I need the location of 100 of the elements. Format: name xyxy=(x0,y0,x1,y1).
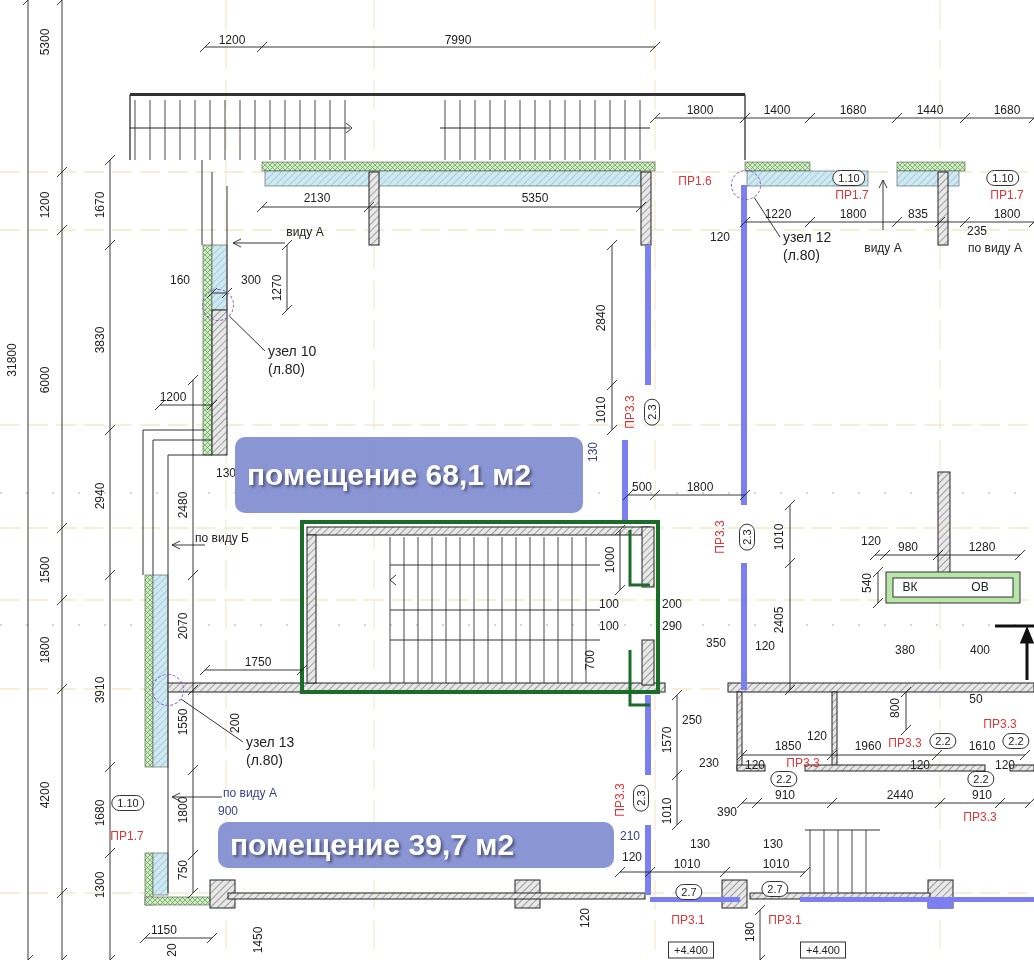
dimension-text: 1680 xyxy=(839,103,867,117)
dimension-text: 1200 xyxy=(159,390,187,404)
partition-mark: ПР1.7 xyxy=(110,829,144,843)
dimension-text: 1800 xyxy=(38,636,52,664)
dimension-text: 120 xyxy=(861,534,881,548)
dimension-text: 980 xyxy=(898,540,918,554)
dimension-text: 750 xyxy=(176,860,190,880)
opening-tag: 1.10 xyxy=(832,170,866,186)
detail-reference: узел 13 xyxy=(246,733,295,751)
dimension-text: 130 xyxy=(763,837,783,851)
dimension-text: ОВ xyxy=(971,580,989,594)
dimension-text: 1680 xyxy=(93,799,107,827)
dimension-text: 20 xyxy=(165,943,179,957)
level-mark: +4.400 xyxy=(800,941,846,959)
dimension-text: 120 xyxy=(745,758,765,772)
dimension-text: 2840 xyxy=(594,304,608,332)
dimension-text: 4200 xyxy=(38,781,52,809)
dimension-text: 1960 xyxy=(854,739,882,753)
dimension-text: 1200 xyxy=(218,33,246,47)
dimension-text: 2405 xyxy=(772,606,786,634)
dimension-text: 2480 xyxy=(176,491,190,519)
dimension-text: 700 xyxy=(583,650,597,670)
dimension-text: 1670 xyxy=(93,191,107,219)
dimension-text: 1280 xyxy=(968,540,996,554)
dimension-text: 1570 xyxy=(660,726,674,754)
level-mark: +4.400 xyxy=(668,941,714,959)
opening-tag: 2.2 xyxy=(967,771,995,787)
dimension-text: 5300 xyxy=(38,28,52,56)
dimension-text: 160 xyxy=(170,273,190,287)
opening-tag: 2.7 xyxy=(675,884,703,900)
dimension-text: 235 xyxy=(967,224,987,238)
dimension-text: 835 xyxy=(908,207,928,221)
dimension-text: 1010 xyxy=(772,523,786,551)
dimension-text: 1000 xyxy=(603,546,617,574)
opening-tag: 2.7 xyxy=(761,881,789,897)
dimension-text: 1010 xyxy=(762,857,790,871)
dimension-text: 1680 xyxy=(993,103,1021,117)
dimension-text: виду А xyxy=(286,225,324,239)
dimension-text: 180 xyxy=(743,922,757,942)
dimension-text: 1150 xyxy=(151,923,177,937)
partition-mark: ПР3.3 xyxy=(613,783,627,817)
partition-mark: ПР3.3 xyxy=(623,395,637,429)
dimension-text: 2440 xyxy=(886,788,914,802)
dimension-text: 1200 xyxy=(38,191,52,219)
dimension-text: 1800 xyxy=(176,796,190,824)
dimension-text: 50 xyxy=(969,692,983,706)
dimension-text: 3830 xyxy=(93,326,107,354)
dimension-text: 1300 xyxy=(93,871,107,899)
dimension-text: 1220 xyxy=(764,207,792,221)
partition-mark: ПР3.3 xyxy=(713,520,727,554)
dimension-text: 290 xyxy=(662,619,682,633)
dimension-text: 1440 xyxy=(916,103,944,117)
dimension-text: по виду А xyxy=(968,241,1022,255)
dimension-text: по виду А xyxy=(223,786,277,800)
dimension-text: 120 xyxy=(755,639,775,653)
dimension-text: 1450 xyxy=(251,926,265,954)
detail-reference: (л.80) xyxy=(783,246,821,264)
dimension-text: 250 xyxy=(682,713,702,727)
detail-reference: узел 10 xyxy=(268,342,317,360)
dimension-text: 540 xyxy=(860,573,874,593)
dimension-text: 1010 xyxy=(673,857,701,871)
dimension-text: 100 xyxy=(599,597,619,611)
dimension-text: 3910 xyxy=(93,676,107,704)
leader-line xyxy=(228,315,266,352)
partition-mark: ПР1.7 xyxy=(835,188,869,202)
dimension-text: 6000 xyxy=(38,366,52,394)
dimension-text: 120 xyxy=(807,729,827,743)
dimension-text: 120 xyxy=(995,758,1015,772)
dimension-text: 1800 xyxy=(686,480,714,494)
partition-mark: ПР1.6 xyxy=(678,174,712,188)
dimension-text: ВК xyxy=(902,580,918,594)
partition-mark: ПР3.1 xyxy=(768,913,802,927)
opening-tag: 2.2 xyxy=(929,733,957,749)
dimension-text: 1550 xyxy=(176,708,190,736)
detail-reference: (л.80) xyxy=(246,751,284,769)
opening-tag: 2.2 xyxy=(1002,733,1030,749)
leader-line xyxy=(753,197,781,238)
dimension-text: 2940 xyxy=(93,482,107,510)
dimension-text: 130 xyxy=(216,466,236,480)
dimension-text: 350 xyxy=(706,636,726,650)
detail-reference: (л.80) xyxy=(268,360,306,378)
dimension-text: 1270 xyxy=(270,274,284,302)
dimension-text: 7990 xyxy=(444,33,472,47)
dimension-text: 120 xyxy=(622,850,642,864)
dimension-text: 910 xyxy=(775,788,795,802)
opening-tag: 2.3 xyxy=(644,398,660,426)
dimension-text: 200 xyxy=(662,597,682,611)
dimension-text: 2070 xyxy=(176,612,190,640)
dimension-text: 130 xyxy=(690,837,710,851)
dimension-text: 1850 xyxy=(774,739,802,753)
dimension-text: 31800 xyxy=(5,343,19,377)
dimension-text: 910 xyxy=(972,788,992,802)
dimension-text: 1500 xyxy=(38,556,52,584)
partition-mark: ПР3.3 xyxy=(786,756,820,770)
dimension-text: 1800 xyxy=(839,207,867,221)
partition-mark: ПР3.3 xyxy=(963,810,997,824)
dimension-text: 400 xyxy=(970,643,990,657)
room-area-label: помещение 39,7 м2 xyxy=(218,822,614,868)
dimension-text: 230 xyxy=(699,756,719,770)
dimension-text: 1610 xyxy=(968,739,996,753)
